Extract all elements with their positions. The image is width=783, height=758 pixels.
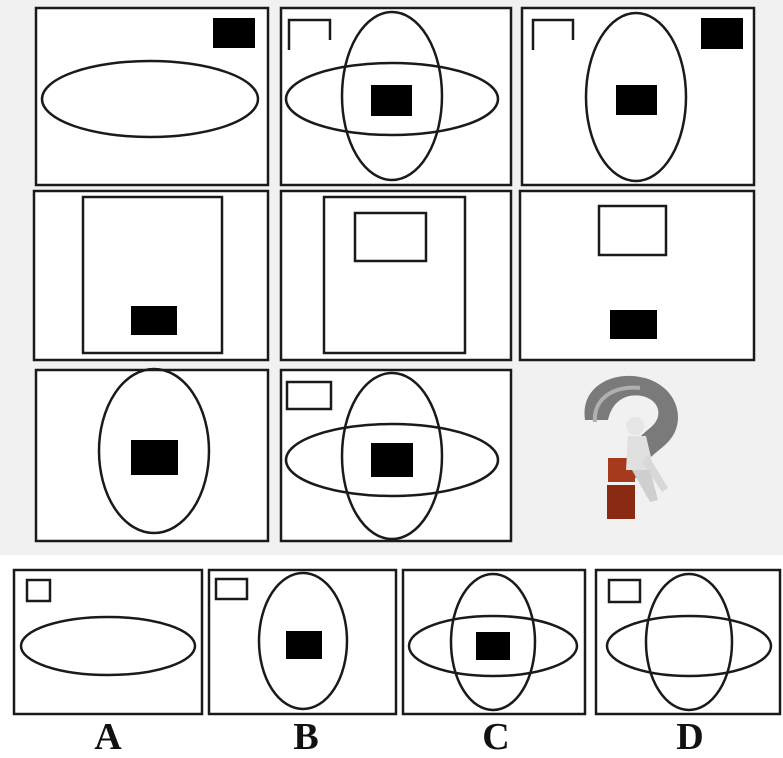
grid-cell-r2c1 [34, 191, 268, 360]
grid-cell-r3c1 [36, 369, 268, 541]
black-rect-shape [371, 85, 412, 116]
option-c-figure[interactable] [403, 570, 585, 714]
grid-cell-r2c3 [520, 191, 754, 360]
option-d-figure[interactable] [596, 570, 780, 714]
grid-cell-r2c2 [281, 191, 511, 360]
grid-cell-r1c2 [281, 8, 511, 185]
thinking-figure-on-question-mark-icon [585, 376, 678, 519]
black-rect-shape [371, 443, 413, 477]
grid-cell-r1c1 [36, 8, 268, 185]
black-rect-shape [131, 306, 177, 335]
black-rect-shape [286, 631, 322, 659]
option-b-figure[interactable] [209, 570, 396, 714]
black-rect-shape [701, 18, 743, 49]
black-rect-shape [131, 440, 178, 475]
black-rect-shape [476, 632, 510, 660]
option-a-label[interactable]: A [48, 718, 168, 756]
black-rect-shape [213, 18, 255, 48]
black-rect-shape [616, 85, 657, 115]
grid-cell-r1c3 [522, 8, 754, 185]
option-b-label[interactable]: B [246, 718, 366, 756]
option-c-label[interactable]: C [436, 718, 556, 756]
option-d-label[interactable]: D [630, 718, 750, 756]
grid-cell-r3c2 [281, 370, 511, 541]
option-a-figure[interactable] [14, 570, 202, 714]
black-rect-shape [610, 310, 657, 339]
